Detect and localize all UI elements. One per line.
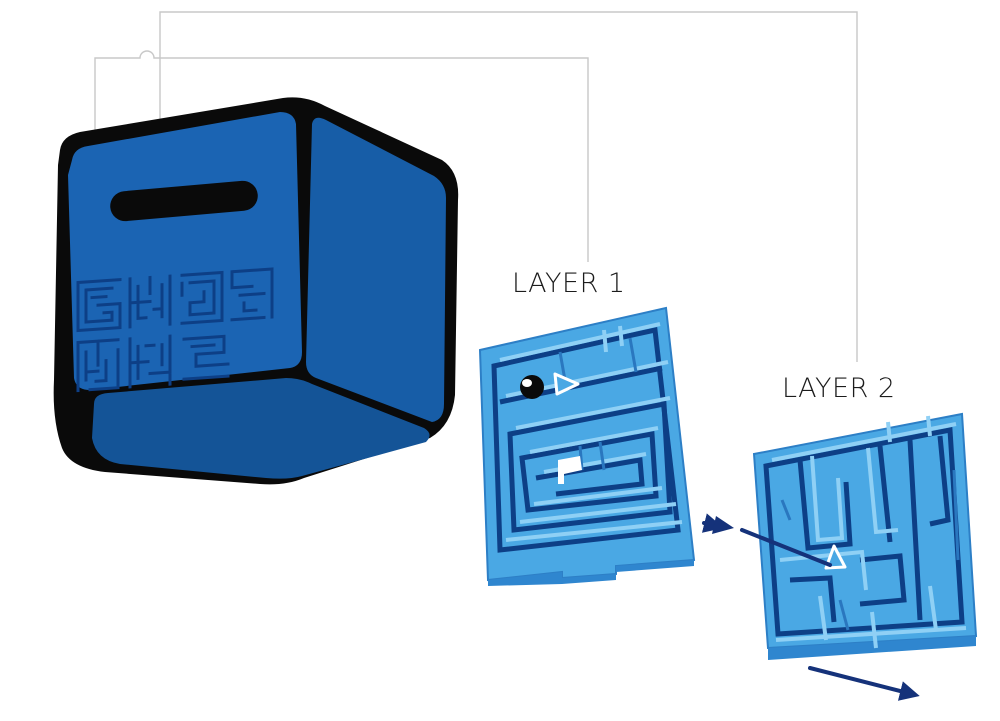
layer1-maze: [478, 306, 696, 586]
layer2-maze: [752, 412, 978, 660]
cube-bottom-face: [92, 378, 430, 479]
glyph-4: [230, 267, 274, 322]
layer2-label: LAYER 2: [782, 373, 896, 404]
glyph-7: [182, 334, 230, 381]
glyph-2: [128, 274, 172, 329]
layer1-label: LAYER 1: [512, 268, 626, 299]
layer2-base: [768, 636, 976, 660]
glyph-1: [76, 278, 122, 333]
path-arrow-tip: [712, 516, 734, 534]
glyph-3: [180, 270, 224, 325]
triangle-arrow-icon: [824, 544, 847, 570]
leader-line-layer1: [94, 50, 589, 262]
cube-side-face: [306, 117, 446, 422]
cube-slot: [110, 180, 258, 222]
layer1-base-shadow: [488, 560, 694, 586]
cube-front-face: [68, 112, 302, 390]
ball-icon: [520, 375, 544, 399]
glyph-5: [76, 338, 120, 393]
maze-cube: [53, 97, 459, 485]
path-arrow-3: [808, 666, 920, 701]
layer1-end-marker: [558, 456, 582, 484]
triangle-arrow-icon: [553, 372, 580, 396]
layer1-walls: [491, 322, 683, 553]
layer2-walls: [763, 415, 967, 649]
glyph-6: [128, 334, 172, 389]
path-arrow-2: [740, 528, 832, 567]
ball-highlight: [522, 379, 532, 387]
cube-front-maze-engravings: [76, 267, 274, 393]
